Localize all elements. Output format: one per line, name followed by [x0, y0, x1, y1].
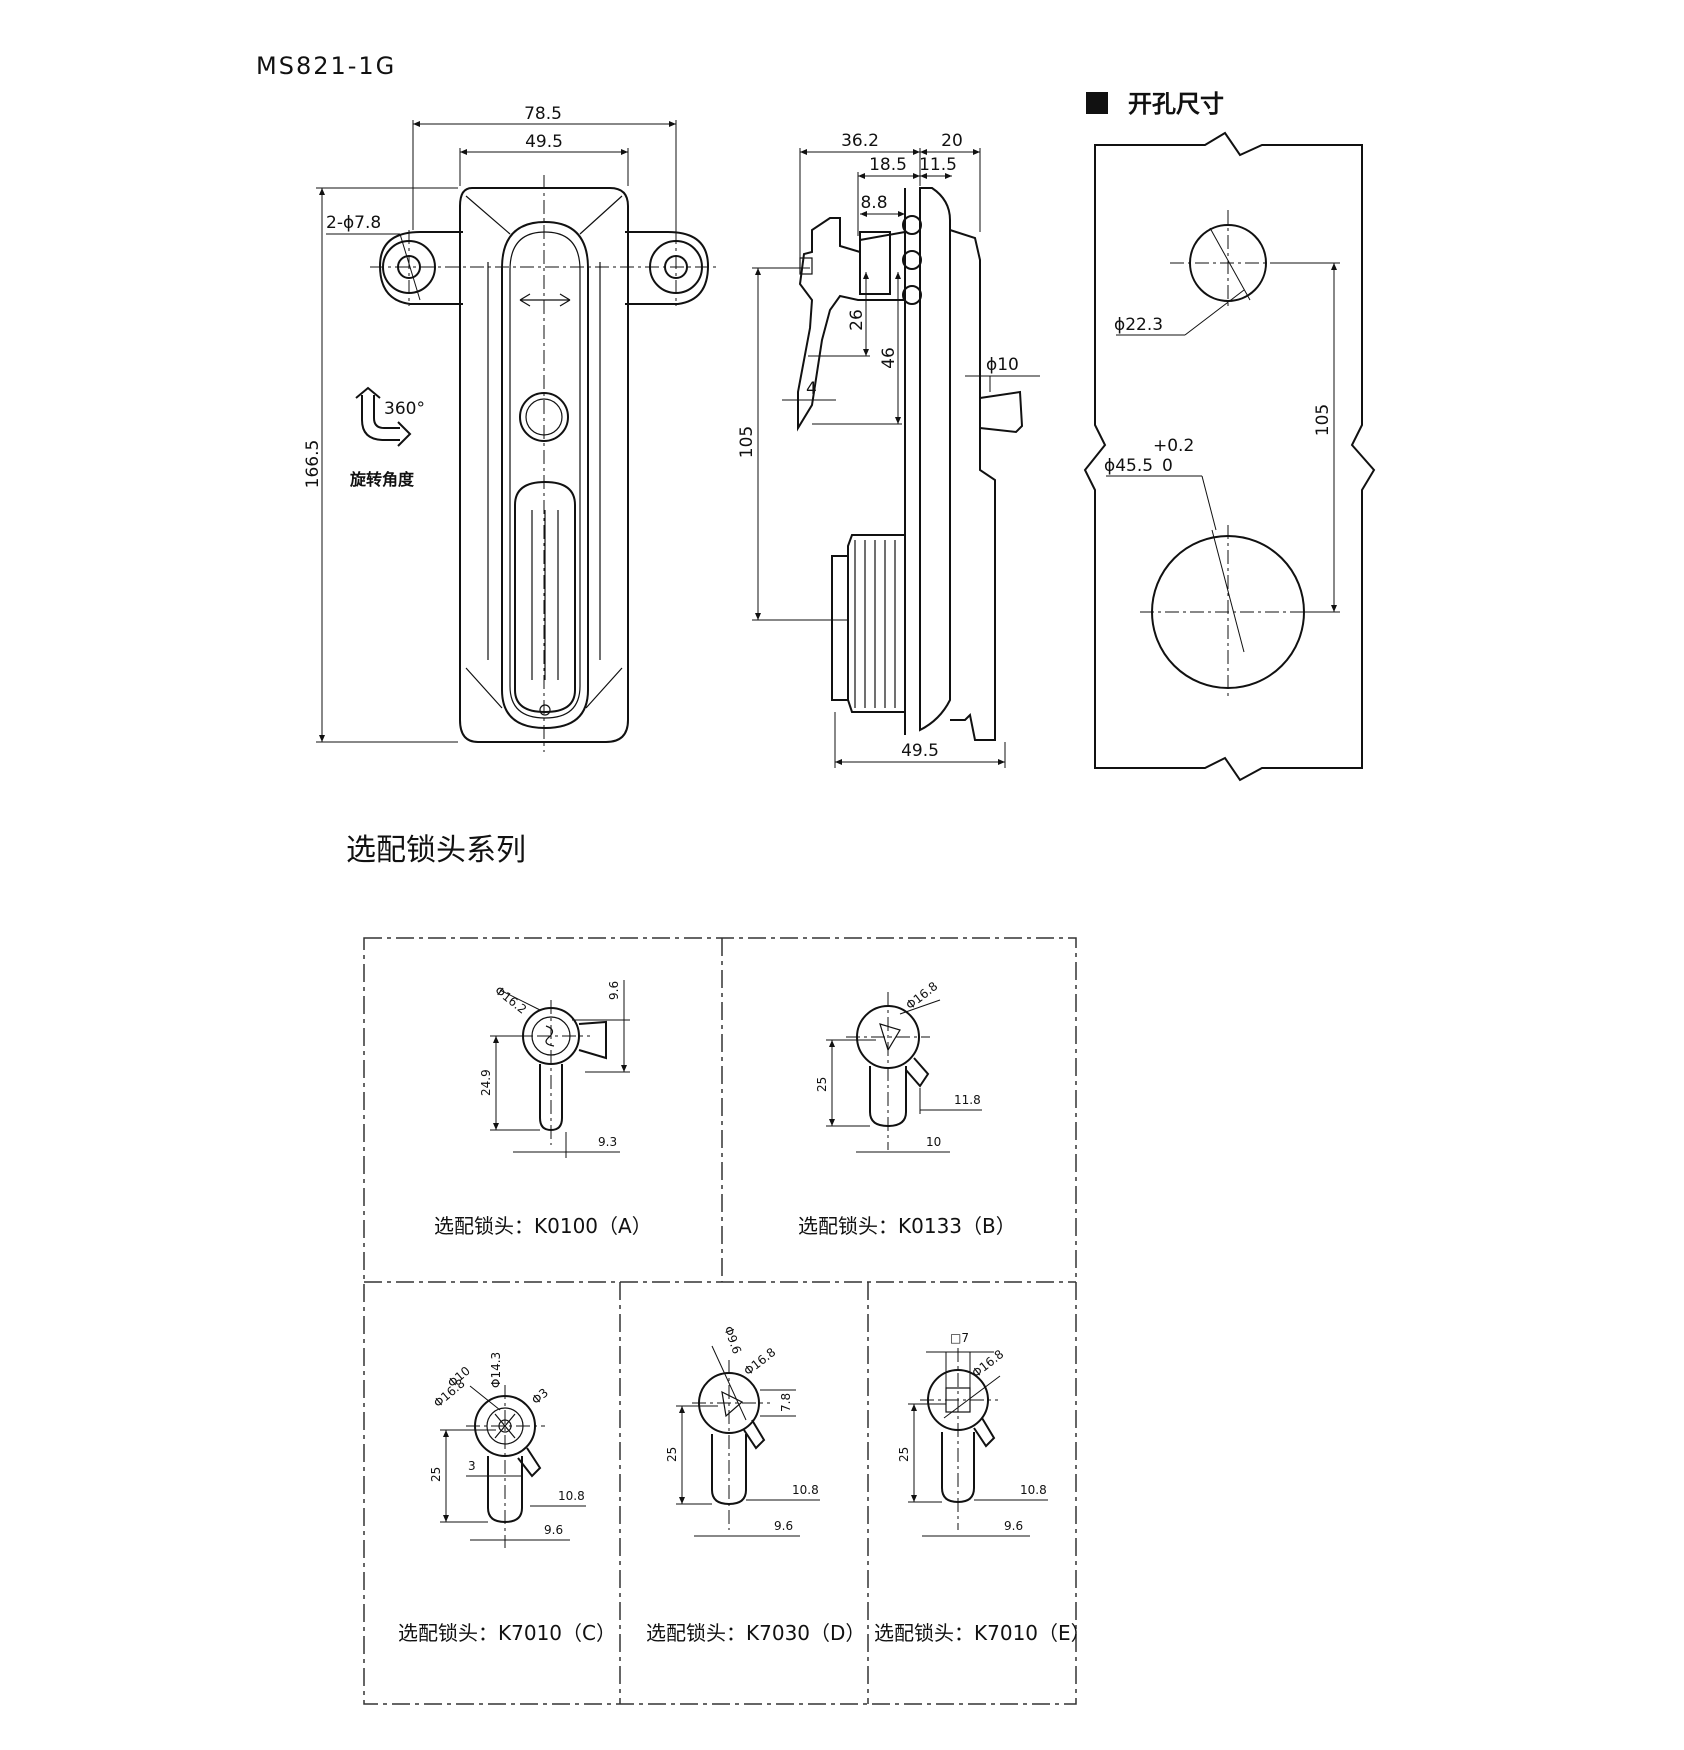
lock-option-e: □7 Φ16.8 25 10.8 9.6 选配锁头：K7010（E） — [874, 1331, 1091, 1645]
front-view: 78.5 49.5 2-ϕ7.8 166.5 360° 旋转角度 — [303, 104, 720, 752]
lock-c-len: 25 — [429, 1467, 443, 1482]
dim-spacing: 105 — [1313, 404, 1333, 436]
rotation-arrow-icon — [361, 395, 400, 441]
side-view: 36.2 20 18.5 11.5 8.8 26 46 4 105 ϕ10 49… — [737, 131, 1040, 768]
lock-c-tab: 10.8 — [558, 1489, 585, 1503]
lock-c-dia4: Φ3 — [529, 1386, 551, 1408]
dim-side-9: 105 — [737, 426, 757, 458]
lock-option-b: Φ16.8 25 11.8 10 选配锁头：K0133（B） — [798, 979, 1016, 1238]
lock-option-a: Φ16.2 9.6 24.9 9.3 选配锁头：K0100（A） — [434, 980, 652, 1238]
dim-side-4: 11.5 — [919, 155, 957, 175]
lock-e-caption: 选配锁头：K7010（E） — [874, 1621, 1091, 1645]
rotation-label: 旋转角度 — [349, 470, 415, 489]
lock-a-top: 9.6 — [607, 981, 621, 1000]
lock-d-caption: 选配锁头：K7030（D） — [646, 1621, 865, 1645]
lock-d-len: 25 — [665, 1447, 679, 1462]
lock-c-small: 3 — [468, 1459, 476, 1473]
lock-option-d: Φ9.6 Φ16.8 7.8 25 10.8 9.6 选配锁头：K7030（D） — [646, 1324, 865, 1645]
dim-large-hole: ϕ45.5 — [1104, 456, 1153, 476]
panel-outline — [1083, 131, 1376, 782]
lock-d-tab: 10.8 — [792, 1483, 819, 1497]
lock-a-caption: 选配锁头：K0100（A） — [434, 1214, 652, 1238]
series-title: 选配锁头系列 — [346, 833, 526, 868]
lock-e-tab: 10.8 — [1020, 1483, 1047, 1497]
lock-c-off: 9.6 — [544, 1523, 563, 1537]
dim-outer-width: 78.5 — [524, 104, 562, 124]
lock-e-sq: □7 — [950, 1331, 969, 1345]
dim-tol-upper: +0.2 — [1153, 436, 1194, 456]
dim-tol-lower: 0 — [1162, 456, 1173, 476]
lock-b-len: 25 — [815, 1077, 829, 1092]
lock-a-off: 9.3 — [598, 1135, 617, 1149]
dim-side-1: 36.2 — [841, 131, 879, 151]
lock-d-dia2: Φ16.8 — [741, 1345, 778, 1378]
lock-d-dia1: Φ9.6 — [721, 1324, 744, 1356]
dim-hole: 2-ϕ7.8 — [326, 213, 381, 233]
lock-option-c: Φ10 Φ16.8 Φ14.3 Φ3 25 3 10.8 9.6 选配锁头：K7… — [398, 1352, 616, 1645]
dim-side-5: 8.8 — [860, 193, 887, 213]
dim-side-11: 49.5 — [901, 741, 939, 761]
dim-side-8: 4 — [806, 379, 817, 399]
lock-a-dia: Φ16.2 — [492, 983, 529, 1016]
cutout-title: 开孔尺寸 — [1128, 90, 1224, 118]
lock-a-len: 24.9 — [479, 1069, 493, 1096]
square-bullet-icon — [1086, 92, 1108, 114]
lock-e-off: 9.6 — [1004, 1519, 1023, 1533]
lock-b-tab: 11.8 — [954, 1093, 981, 1107]
dim-side-2: 20 — [941, 131, 963, 151]
dim-inner-width: 49.5 — [525, 132, 563, 152]
lock-d-h: 7.8 — [779, 1393, 793, 1412]
model-title: MS821-1G — [256, 52, 396, 80]
lock-b-dia: Φ16.8 — [903, 979, 940, 1012]
dim-side-10: ϕ10 — [986, 355, 1019, 375]
cutout-view: 开孔尺寸 ϕ22.3 ϕ45.5 +0.2 0 105 — [1083, 90, 1376, 782]
dim-side-6: 26 — [847, 309, 867, 331]
lock-c-dia3: Φ14.3 — [489, 1352, 503, 1388]
lock-d-off: 9.6 — [774, 1519, 793, 1533]
lock-e-len: 25 — [897, 1447, 911, 1462]
dim-side-7: 46 — [879, 347, 899, 369]
lock-b-off: 10 — [926, 1135, 941, 1149]
lock-b-caption: 选配锁头：K0133（B） — [798, 1214, 1016, 1238]
lock-c-caption: 选配锁头：K7010（C） — [398, 1621, 616, 1645]
dim-height: 166.5 — [303, 440, 323, 489]
dim-small-hole: ϕ22.3 — [1114, 315, 1163, 335]
rotation-angle: 360° — [384, 399, 425, 419]
dim-side-3: 18.5 — [869, 155, 907, 175]
options-grid — [363, 937, 1077, 1705]
